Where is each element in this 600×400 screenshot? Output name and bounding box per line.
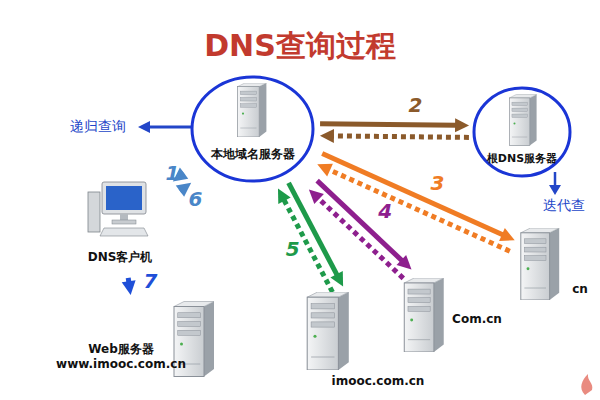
iterative-query-arrow: [549, 172, 561, 195]
imooc-server: imooc.com.cn: [298, 292, 434, 394]
server-icon: [300, 292, 356, 370]
server-name: 根DNS服务器: [472, 152, 572, 166]
connector-line: [320, 124, 457, 126]
query-type-label: 递归查询: [70, 118, 126, 136]
query-arrow: [289, 183, 344, 287]
arrowhead: [397, 255, 412, 270]
query-arrow: [278, 188, 333, 292]
server-name: 本地域名服务器: [190, 147, 315, 162]
query-arrow: [122, 278, 136, 295]
recursive-query-arrow: [138, 121, 192, 133]
arrowhead: [499, 228, 515, 241]
arrowhead: [330, 271, 343, 287]
server-icon: [234, 83, 270, 137]
step-number: 3: [430, 171, 444, 195]
arrowhead: [455, 118, 469, 132]
arrowhead: [320, 129, 334, 143]
step-number: 4: [378, 199, 392, 223]
step-number: 5: [286, 237, 300, 261]
server-icon: [398, 278, 450, 352]
step-number: 6: [188, 187, 202, 211]
connector-line: [332, 136, 469, 138]
connector-line: [322, 153, 504, 235]
query-arrow: [317, 181, 411, 270]
arrowhead: [309, 189, 324, 204]
query-type-label: 迭代查: [543, 197, 585, 215]
step-number: 7: [143, 269, 157, 293]
computer-icon: [86, 180, 150, 240]
cn-server: cn: [515, 226, 595, 304]
root-dns-server: 根DNS服务器: [472, 86, 574, 178]
step-number: 2: [409, 93, 423, 117]
arrowhead: [122, 280, 136, 295]
logo-flame: [581, 374, 592, 395]
connector-line: [289, 183, 338, 276]
server-icon: [515, 228, 565, 300]
server-name: Com.cn: [452, 312, 502, 327]
arrowhead: [317, 164, 333, 177]
server-name: Web服务器 www.imooc.com.cn: [55, 342, 187, 372]
server-icon: [506, 94, 540, 146]
step-number: 1: [166, 161, 180, 185]
server-name: DNS客户机: [68, 250, 172, 265]
connector-line: [328, 169, 510, 251]
connector-line: [317, 181, 403, 262]
diagram-title: DNS查询过程: [0, 26, 600, 67]
server-name: cn: [567, 282, 593, 297]
dns-client: DNS客户机: [68, 180, 174, 275]
arrowhead: [278, 188, 291, 204]
query-arrow: [320, 129, 469, 143]
query-arrow: [320, 118, 469, 132]
connector-line: [284, 199, 333, 292]
local-dns-server: 本地域名服务器: [190, 75, 317, 183]
query-arrow: [309, 189, 403, 278]
com-cn-server: Com.cn: [398, 276, 504, 354]
server-name: imooc.com.cn: [324, 374, 432, 389]
web-server: Web服务器 www.imooc.com.cn: [55, 298, 220, 388]
